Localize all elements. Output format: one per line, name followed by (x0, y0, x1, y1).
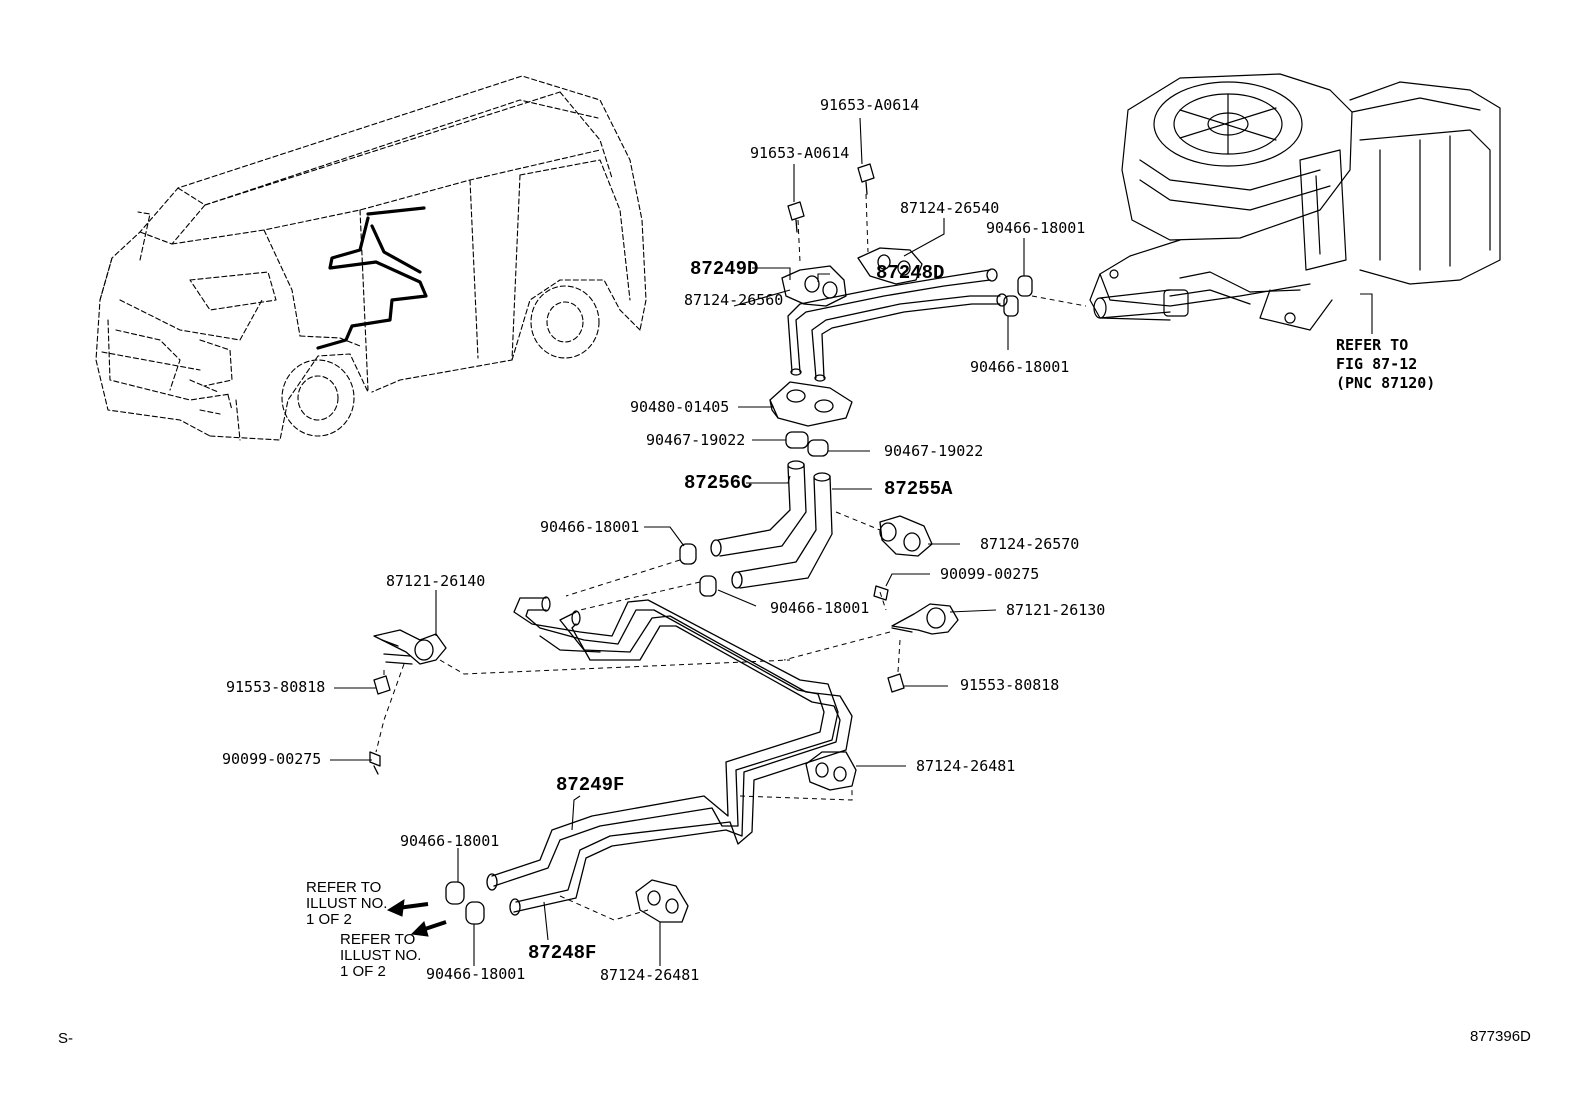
label-87124-26540: 87124-26540 (900, 199, 1000, 217)
label-90466-18001-c: 90466-18001 (540, 518, 640, 536)
label-90466-18001-a: 90466-18001 (986, 219, 1086, 237)
clamp-87124-26481-upper (805, 751, 857, 791)
label-87124-26481-a: 87124-26481 (916, 757, 1016, 775)
figure-code: 877396D (1470, 1028, 1531, 1045)
label-leaders (330, 117, 1373, 966)
dashed-leaders (375, 193, 1087, 921)
label-90466-18001-f: 90466-18001 (426, 965, 526, 983)
label-87255a: 87255A (884, 478, 953, 500)
label-90099-00275-a: 90099-00275 (940, 565, 1040, 583)
hoses-87249d-87248d (787, 268, 1008, 382)
label-87124-26570: 87124-26570 (980, 535, 1080, 553)
label-90467-19022-b: 90467-19022 (884, 442, 984, 460)
grommet-90480-01405 (769, 381, 853, 427)
label-87249f: 87249F (556, 774, 625, 796)
label-87248d: 87248D (876, 262, 945, 284)
clamp-87121-26130 (891, 603, 959, 635)
label-90466-18001-e: 90466-18001 (400, 832, 500, 850)
clamps-90467-19022 (785, 431, 829, 457)
label-91553-80818-b: 91553-80818 (960, 676, 1060, 694)
refer-arrows (386, 899, 447, 937)
label-87249d: 87249D (690, 258, 759, 280)
label-87121-26130: 87121-26130 (1006, 601, 1106, 619)
bolts-91653-a0614 (787, 163, 875, 233)
label-87248f: 87248F (528, 942, 597, 964)
label-87124-26560: 87124-26560 (684, 291, 784, 309)
label-91653-a0614-top: 91653-A0614 (820, 96, 920, 114)
clamp-87124-26481-lower (635, 879, 689, 923)
label-90466-18001-b: 90466-18001 (970, 358, 1070, 376)
label-90480-01405: 90480-01405 (630, 398, 730, 416)
label-91653-a0614-left: 91653-A0614 (750, 144, 850, 162)
bolts-91553-80818 (373, 673, 905, 695)
clamp-87124-26570 (879, 515, 933, 557)
label-87121-26140: 87121-26140 (386, 572, 486, 590)
label-87256c: 87256C (684, 472, 753, 494)
label-90466-18001-d: 90466-18001 (770, 599, 870, 617)
van-hose-route (316, 206, 428, 350)
label-91553-80818-a: 91553-80818 (226, 678, 326, 696)
bracket-87124-26560 (781, 265, 847, 307)
note-refer-illust-1: REFER TO ILLUST NO. 1 OF 2 (306, 879, 388, 928)
clips-90466-18001 (445, 275, 1033, 925)
footer-left-code: S- (58, 1030, 73, 1047)
clamp-87121-26140 (373, 629, 447, 665)
label-90467-19022-a: 90467-19022 (646, 431, 746, 449)
label-87124-26481-b: 87124-26481 (600, 966, 700, 984)
blower-unit (1089, 73, 1501, 331)
bracket-87124-26540 (857, 247, 923, 285)
hoses-87256c-87255a (710, 460, 833, 589)
pipes-87249f-87248f (486, 596, 853, 916)
van-outline (95, 75, 647, 441)
note-refer-illust-2: REFER TO ILLUST NO. 1 OF 2 (340, 931, 422, 980)
label-90099-00275-b: 90099-00275 (222, 750, 322, 768)
clips-90099-00275 (369, 585, 889, 775)
note-refer-fig-87-12: REFER TO FIG 87-12 (PNC 87120) (1336, 336, 1436, 392)
